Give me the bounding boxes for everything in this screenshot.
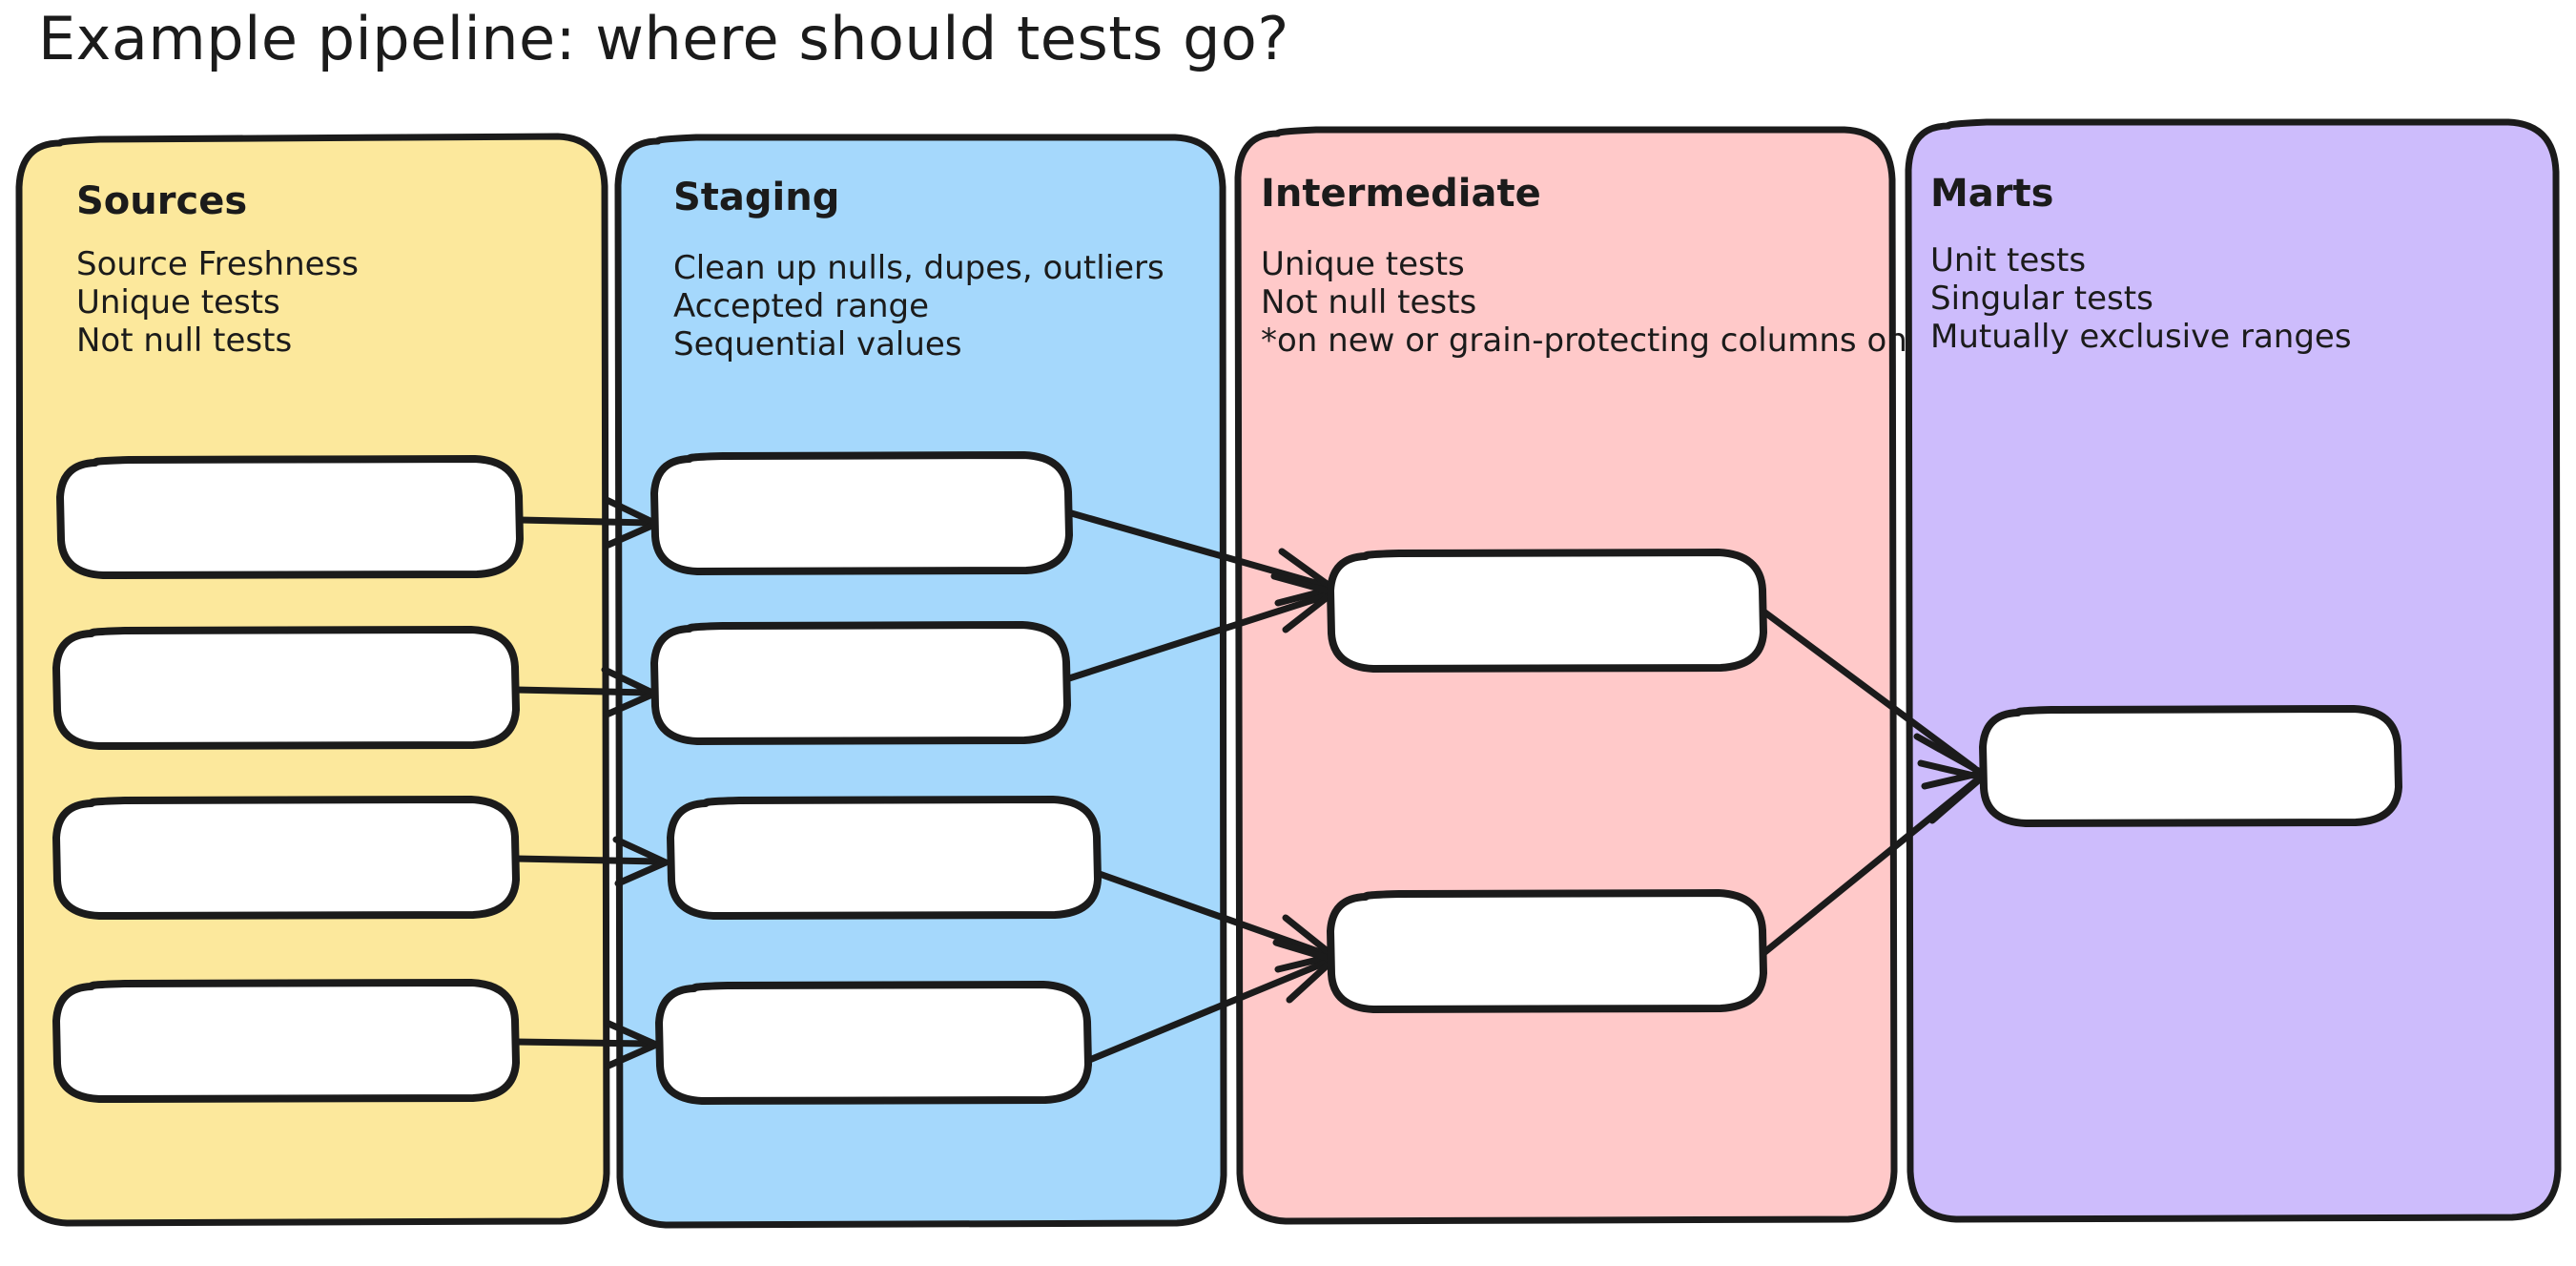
edge-layer <box>511 496 1986 1069</box>
node-stg-2[interactable] <box>650 621 1071 745</box>
lane-line-staging-0: Clean up nulls, dupes, outliers <box>673 249 1164 287</box>
lane-header-staging: Staging <box>673 176 839 219</box>
node-stg-4[interactable] <box>655 981 1092 1105</box>
edge-src-3-to-stg-3 <box>511 836 670 887</box>
lane-intermediate[interactable]: Intermediate Unique tests Not null tests… <box>1234 126 1935 1225</box>
lane-header-marts: Marts <box>1930 172 2053 216</box>
lane-background-marts <box>1905 118 2562 1223</box>
node-src-1[interactable] <box>56 455 524 579</box>
lane-line-sources-0: Source Freshness <box>76 245 359 283</box>
lane-line-staging-1: Accepted range <box>673 287 929 325</box>
node-int-1[interactable] <box>1327 549 1767 673</box>
lane-line-sources-1: Unique tests <box>76 283 280 322</box>
lane-marts[interactable]: Marts Unit tests Singular tests Mutually… <box>1905 118 2562 1223</box>
lane-header-intermediate: Intermediate <box>1261 172 1541 216</box>
node-src-3[interactable] <box>52 796 520 920</box>
node-int-2[interactable] <box>1327 889 1767 1013</box>
node-src-2[interactable] <box>52 626 520 750</box>
lane-line-sources-2: Not null tests <box>76 322 292 360</box>
page-title: Example pipeline: where should tests go? <box>38 4 1289 73</box>
node-mart-1[interactable] <box>1979 705 2402 827</box>
lane-line-intermediate-2: *on new or grain-protecting columns only <box>1261 322 1935 360</box>
lane-line-staging-2: Sequential values <box>673 325 962 363</box>
lane-line-marts-1: Singular tests <box>1930 280 2154 318</box>
lane-header-sources: Sources <box>76 179 247 223</box>
lane-line-marts-0: Unit tests <box>1930 241 2086 280</box>
node-stg-3[interactable] <box>667 796 1102 920</box>
node-src-4[interactable] <box>52 979 520 1103</box>
lane-line-intermediate-0: Unique tests <box>1261 245 1465 283</box>
lane-line-marts-2: Mutually exclusive ranges <box>1930 318 2352 356</box>
lane-line-intermediate-1: Not null tests <box>1261 283 1476 322</box>
node-stg-1[interactable] <box>650 451 1073 575</box>
